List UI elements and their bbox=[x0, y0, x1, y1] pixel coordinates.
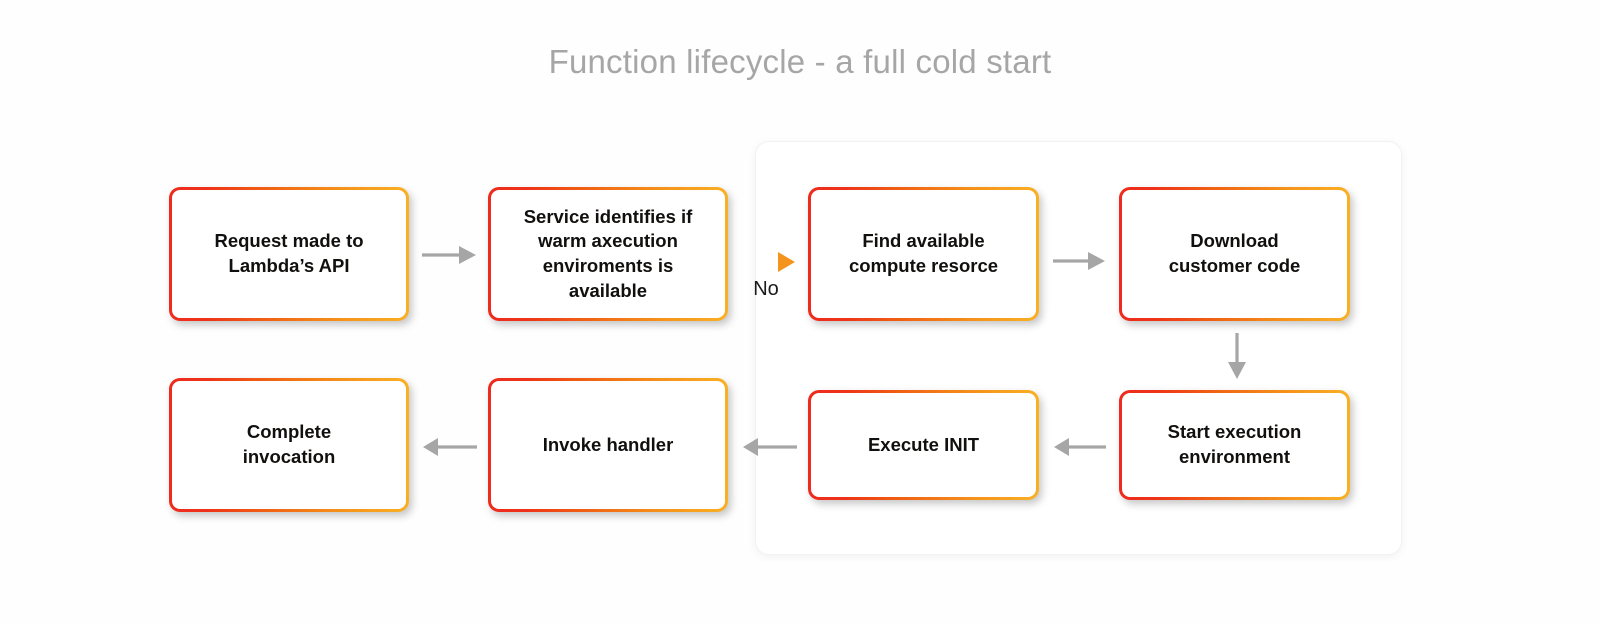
node-body: Service identifies if warm axecution env… bbox=[491, 190, 725, 318]
arrow-find-to-download bbox=[1052, 246, 1106, 276]
node-label: Invoke handler bbox=[542, 433, 674, 455]
node-complete-invocation[interactable]: Complete invocation bbox=[169, 378, 409, 512]
node-label: Complete invocation bbox=[242, 421, 336, 467]
node-body: Download customer code bbox=[1122, 190, 1347, 318]
node-body: Start execution environment bbox=[1122, 393, 1347, 497]
arrow-invoke-to-complete bbox=[422, 432, 478, 462]
node-label: Service identifies if warm axecution env… bbox=[523, 205, 693, 301]
node-request-made-to-lambdas-api[interactable]: Request made to Lambda’s API bbox=[169, 187, 409, 321]
node-label: Find available compute resorce bbox=[848, 230, 999, 276]
node-service-identifies-warm-environment[interactable]: Service identifies if warm axecution env… bbox=[488, 187, 728, 321]
edge-label-no: No bbox=[753, 278, 779, 300]
node-body: Request made to Lambda’s API bbox=[172, 190, 406, 318]
arrow-service-to-find bbox=[744, 248, 796, 276]
node-label: Start execution environment bbox=[1167, 421, 1302, 467]
node-execute-init[interactable]: Execute INIT bbox=[808, 390, 1039, 500]
node-find-available-compute-resorce[interactable]: Find available compute resorce bbox=[808, 187, 1039, 321]
arrow-download-to-start bbox=[1222, 332, 1252, 380]
node-body: Execute INIT bbox=[811, 393, 1036, 497]
node-label: Execute INIT bbox=[867, 433, 980, 455]
node-body: Invoke handler bbox=[491, 381, 725, 509]
arrow-start-to-execute bbox=[1053, 432, 1107, 462]
node-label: Download customer code bbox=[1168, 230, 1301, 276]
node-body: Find available compute resorce bbox=[811, 190, 1036, 318]
node-body: Complete invocation bbox=[172, 381, 406, 509]
page-title: Function lifecycle - a full cold start bbox=[548, 43, 1052, 80]
arrow-request-to-service bbox=[421, 240, 477, 270]
node-download-customer-code[interactable]: Download customer code bbox=[1119, 187, 1350, 321]
arrow-execute-to-invoke bbox=[742, 432, 798, 462]
node-invoke-handler[interactable]: Invoke handler bbox=[488, 378, 728, 512]
node-label: Request made to Lambda’s API bbox=[214, 230, 364, 276]
node-start-execution-environment[interactable]: Start execution environment bbox=[1119, 390, 1350, 500]
